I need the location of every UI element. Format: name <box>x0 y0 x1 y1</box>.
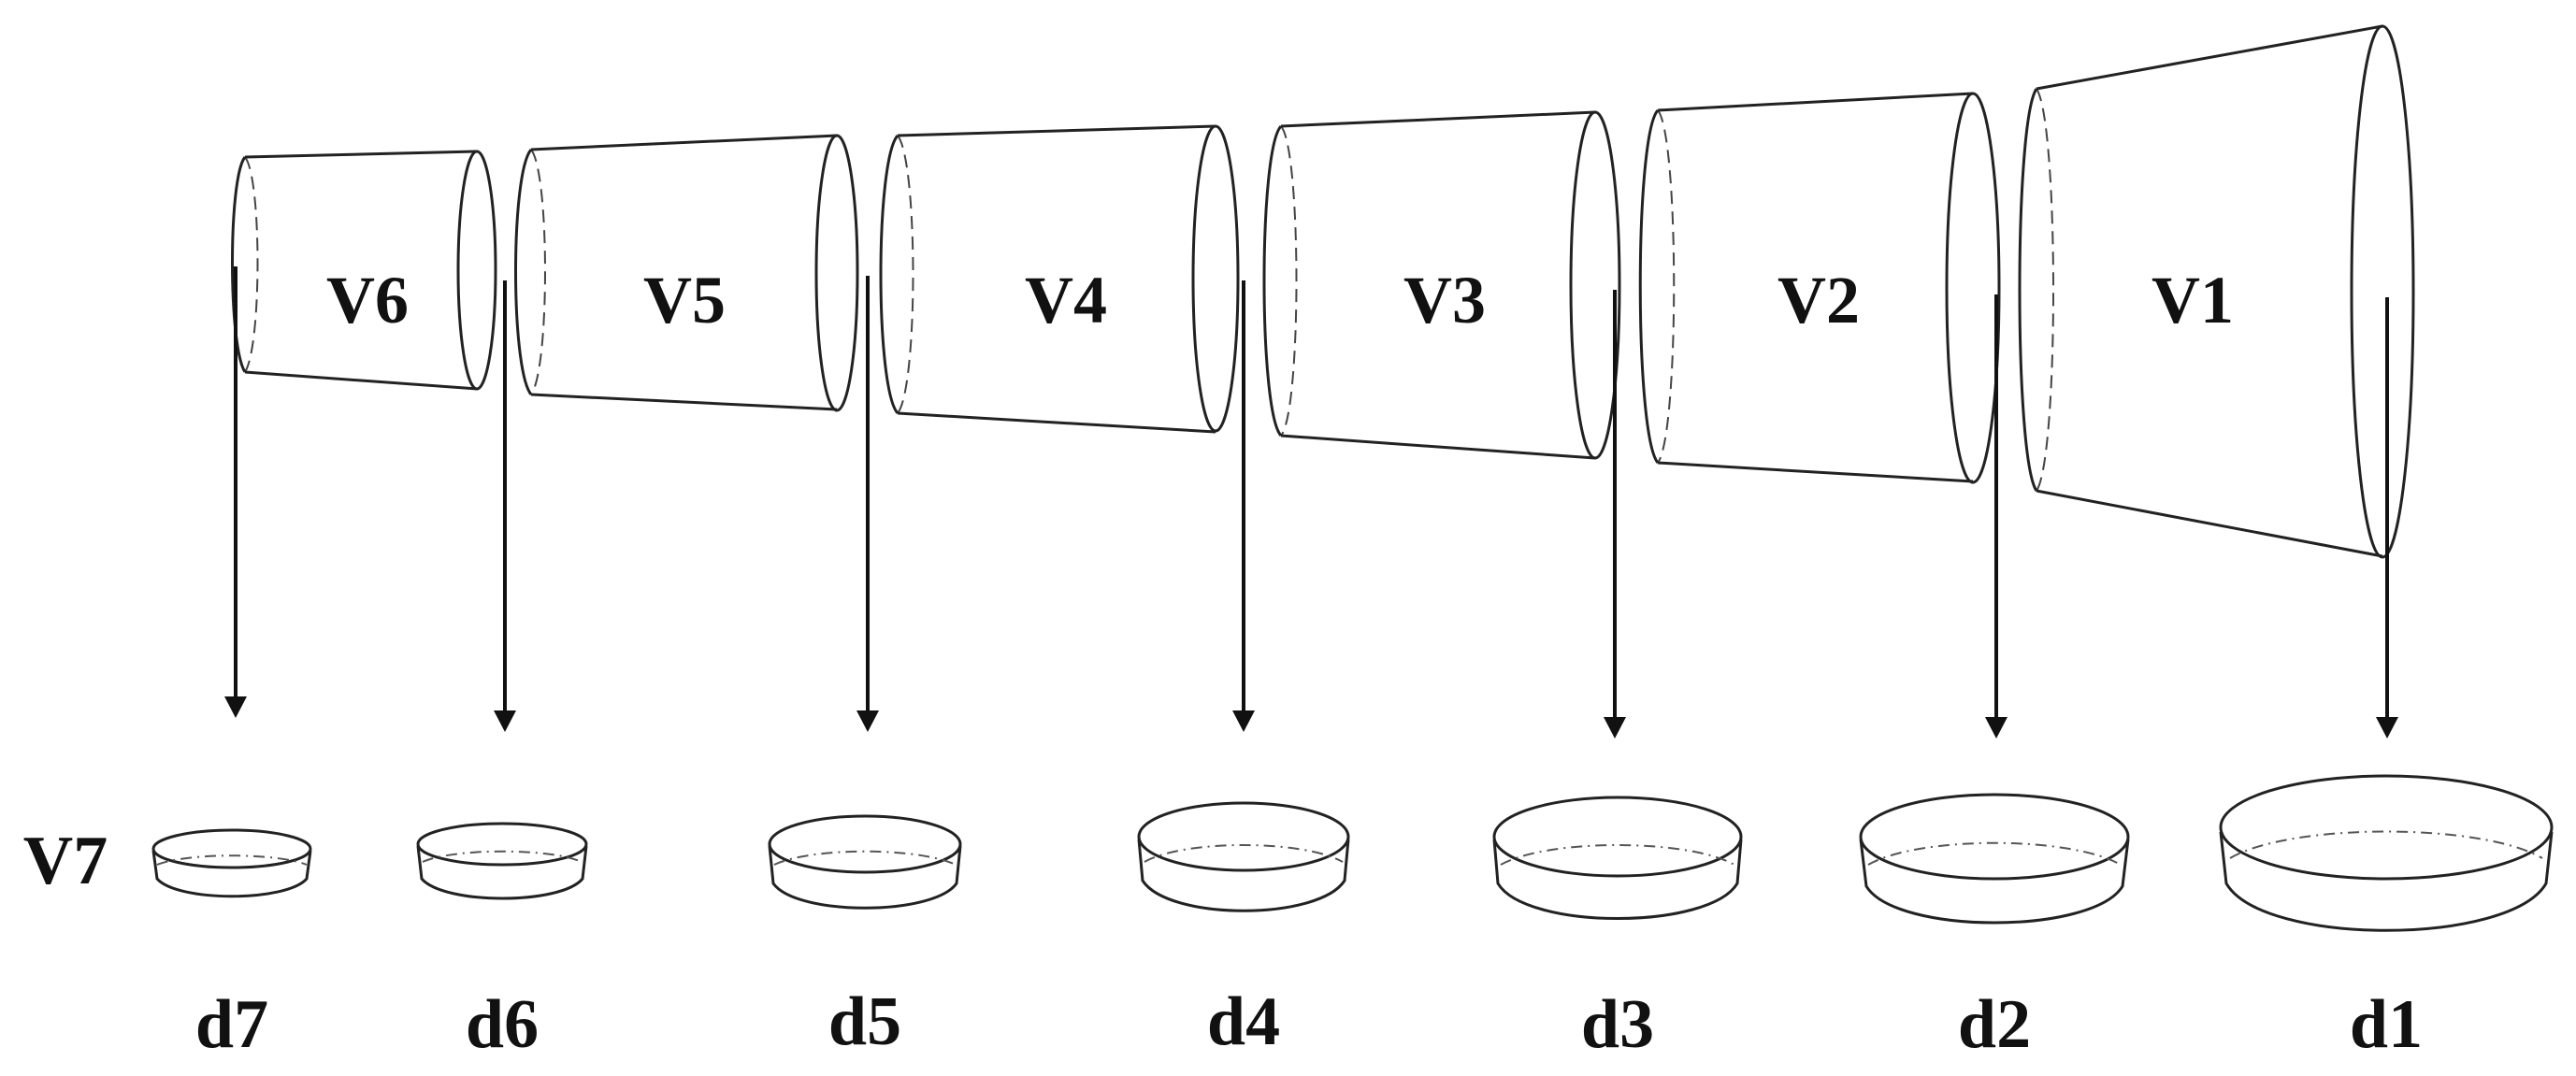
arrow-to-d6 <box>494 280 516 732</box>
frustum-v6-top-edge <box>244 150 478 159</box>
disc-d5 <box>768 814 962 910</box>
disc-label-d3: d3 <box>1581 986 1654 1063</box>
frustum-v5-front-rim <box>814 134 859 412</box>
disc-d2-side <box>1859 839 2130 925</box>
disc-d3 <box>1492 796 1743 920</box>
disc-labels: d7 d6 d5 d4 d3 d2 d1 <box>195 983 2423 1063</box>
disc-d2 <box>1859 793 2130 925</box>
disc-label-d7: d7 <box>195 986 268 1063</box>
frustum-v2-back-rim-hidden <box>1657 109 1676 464</box>
disc-d4 <box>1137 801 1350 912</box>
frustum-v3: V3 <box>1262 110 1621 460</box>
disc-d3-side <box>1492 839 1743 920</box>
frustum-v1: V1 <box>2018 24 2415 559</box>
frustum-v5: V5 <box>514 134 859 412</box>
frustum-v6-bottom-edge <box>244 370 478 391</box>
disc-d1-top <box>2219 774 2554 881</box>
row-label-v7: V7 <box>23 823 108 899</box>
disc-label-d6: d6 <box>466 986 539 1063</box>
frustum-v3-top-edge <box>1280 110 1596 128</box>
disc-label-d2: d2 <box>1958 986 2031 1063</box>
frustum-v5-back-rim-hidden <box>530 149 546 395</box>
arrow-to-d5 <box>856 276 879 732</box>
disc-label-d5: d5 <box>828 983 901 1060</box>
disc-d7 <box>151 828 312 898</box>
frustum-v6-back-rim-hidden <box>244 156 259 373</box>
disc-d5-side <box>768 845 962 910</box>
disc-d4-side <box>1137 839 1350 912</box>
frustum-v3-back-rim <box>1262 124 1283 438</box>
disc-d4-top <box>1137 801 1350 872</box>
disc-d6-hidden-edge <box>422 850 583 863</box>
frustum-v6-back-rim <box>231 156 247 373</box>
disc-d6 <box>416 822 588 900</box>
frustum-v3-front-rim <box>1569 110 1621 460</box>
disc-d7-top <box>151 828 312 869</box>
segment-label-v3: V3 <box>1403 263 1486 337</box>
arrow-to-d1 <box>2376 297 2398 739</box>
frustum-v5-top-edge <box>530 134 838 151</box>
disc-d6-top <box>416 822 588 867</box>
segment-label-v5: V5 <box>643 263 726 337</box>
frustum-v1-top-edge <box>2036 24 2383 91</box>
disc-d5-hidden-edge <box>773 850 957 866</box>
frustum-v2-back-rim <box>1638 108 1660 464</box>
arrow-to-d2 <box>1985 294 2008 739</box>
frustum-v4-back-rim <box>879 135 899 414</box>
frustum-v6: V6 <box>231 150 497 391</box>
segment-label-v4: V4 <box>1025 263 1107 337</box>
frustum-v3-bottom-edge <box>1280 434 1596 460</box>
disc-d7-hidden-edge <box>156 854 308 866</box>
disc-d2-hidden-edge <box>1867 841 2122 866</box>
frustum-v1-bottom-edge <box>2036 489 2383 558</box>
frustum-v5-bottom-edge <box>530 393 838 411</box>
disc-d1-hidden-edge <box>2229 830 2543 859</box>
disc-d4-hidden-edge <box>1144 844 1344 863</box>
disc-d6-side <box>416 845 588 900</box>
disc-d5-top <box>768 814 962 874</box>
segment-label-v1: V1 <box>2151 263 2234 337</box>
disc-label-d1: d1 <box>2350 986 2423 1063</box>
disc-d7-side <box>151 850 312 898</box>
disc-d3-hidden-edge <box>1500 844 1735 866</box>
frustum-v1-back-rim <box>2018 88 2038 492</box>
frustum-v4-front-rim <box>1191 124 1240 433</box>
frustum-v4-back-rim-hidden <box>897 135 914 414</box>
frustum-v5-back-rim <box>514 149 533 395</box>
disc-d2-top <box>1859 793 2130 881</box>
arrow-to-d3 <box>1604 290 1626 739</box>
segment-label-v6: V6 <box>326 263 409 337</box>
disc-label-d4: d4 <box>1207 983 1280 1060</box>
frustum-v2: V2 <box>1638 92 2001 484</box>
frustum-v1-front-rim <box>2350 24 2415 559</box>
arrows <box>224 266 2398 739</box>
frustum-v1-back-rim-hidden <box>2036 88 2054 492</box>
frustum-v6-front-rim <box>456 150 497 391</box>
disc-d1-side <box>2219 831 2554 932</box>
disc-d3-top <box>1492 796 1743 878</box>
frustum-v2-top-edge <box>1657 92 1974 112</box>
disc-d1 <box>2219 774 2554 932</box>
frustum-v3-back-rim-hidden <box>1280 125 1298 437</box>
frustum-v2-front-rim <box>1945 92 2001 484</box>
frustum-v4-bottom-edge <box>897 411 1216 434</box>
arrow-to-d4 <box>1232 280 1255 732</box>
frustum-v2-bottom-edge <box>1657 461 1974 483</box>
segment-label-v2: V2 <box>1777 263 1860 337</box>
frustum-v4: V4 <box>879 124 1240 434</box>
frustum-v4-top-edge <box>897 124 1216 137</box>
arrow-to-d7 <box>224 266 247 718</box>
